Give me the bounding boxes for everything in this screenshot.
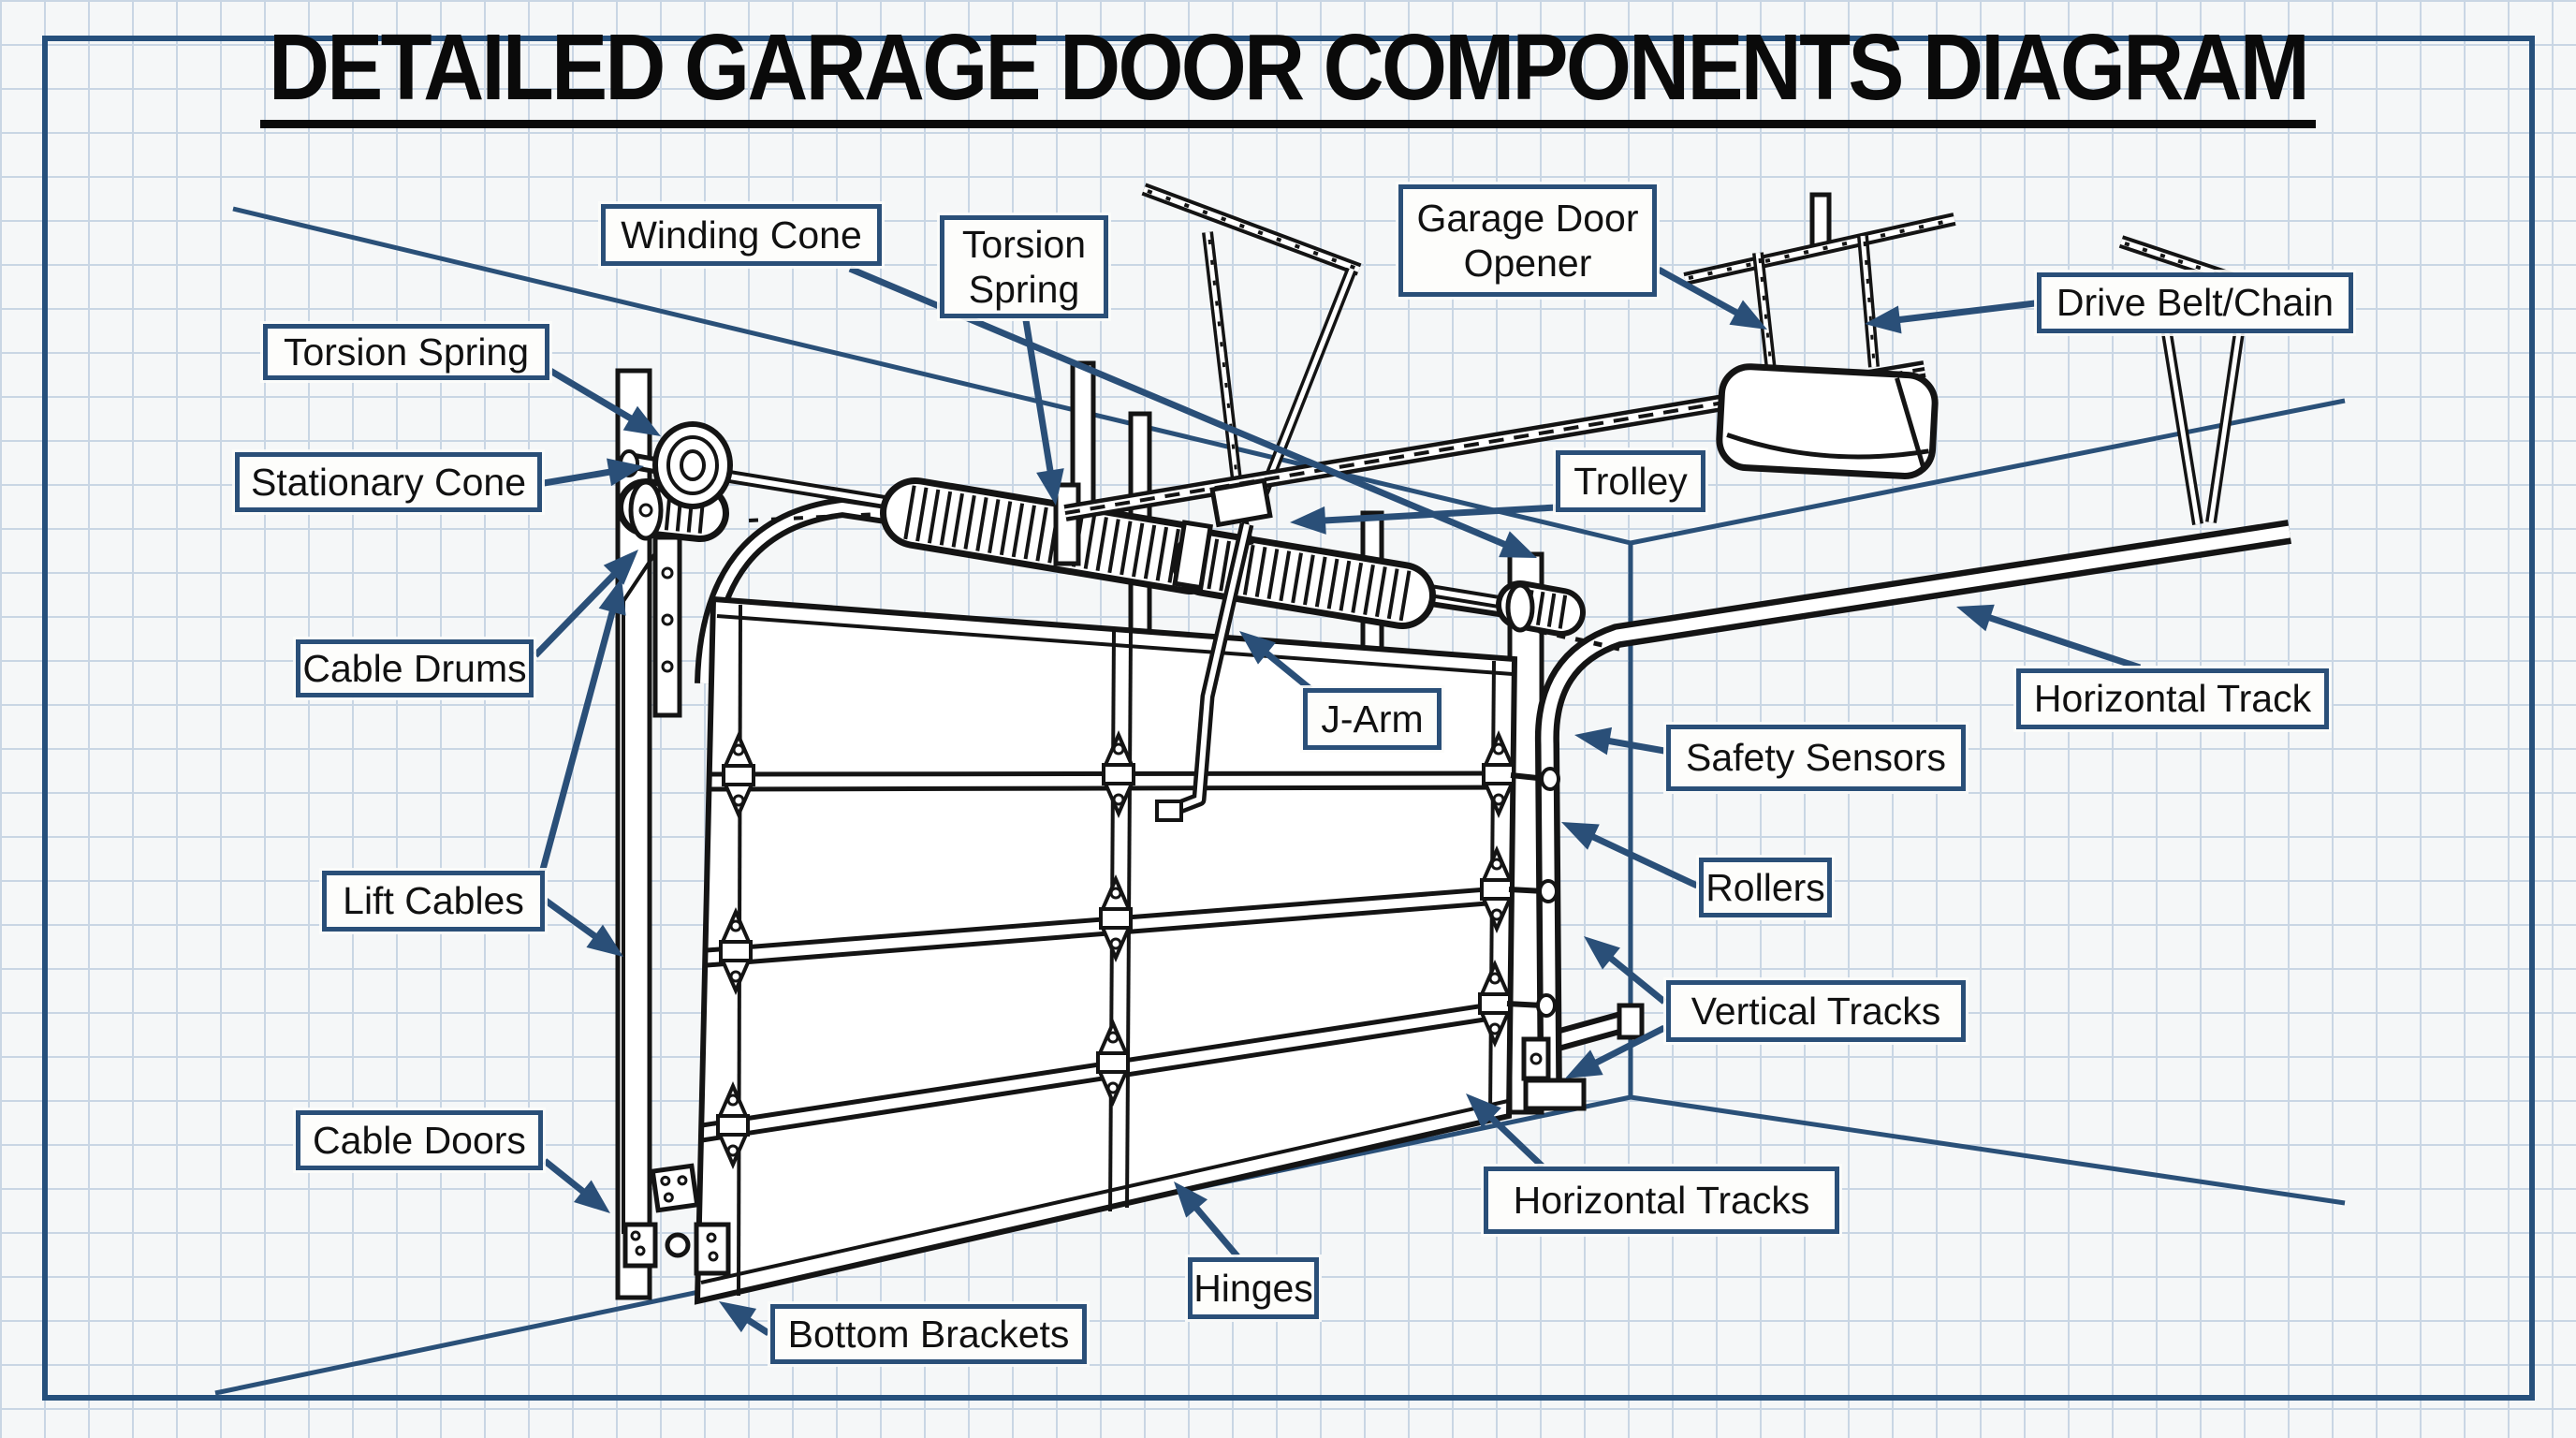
leader-arrow-garage-door-opener [1657, 266, 1767, 330]
right-track-channel [1541, 525, 2291, 1108]
label-j-arm: J-Arm [1303, 688, 1442, 750]
label-winding-cone: Winding Cone [601, 204, 882, 266]
label-stationary-cone: Stationary Cone [235, 452, 542, 512]
leader-arrow-cable-drums [533, 550, 638, 658]
sensor-lens [1530, 1052, 1543, 1065]
left-track-perforations [748, 511, 900, 522]
leader-arrow-vertical-tracks [1565, 1024, 1666, 1078]
leader-arrow-drive-belt-chain [1865, 300, 2036, 334]
leader-arrow-safety-sensors [1574, 726, 1665, 756]
roller-wheel [1538, 879, 1559, 903]
left-cable-drum [617, 478, 729, 542]
opener-assembly [1053, 183, 2270, 566]
leader-arrow-horizontal-track [1956, 604, 2142, 671]
center-winding-cone [1172, 520, 1214, 591]
label-cable-doors: Cable Doors [296, 1110, 543, 1170]
rail-hanger-front [1141, 183, 1362, 505]
track-angle-perforations [1538, 628, 1620, 652]
leader-arrow-vertical-tracks [1584, 936, 1667, 1005]
track-end-bracket [1617, 1003, 1645, 1040]
leader-arrow-rollers [1561, 822, 1699, 889]
track-floor-plate [1523, 1078, 1587, 1111]
safety-sensor-unit [1521, 1036, 1551, 1081]
label-torsion-spring-left: Torsion Spring [263, 324, 549, 380]
trolley-carriage [1209, 477, 1273, 528]
label-safety-sensors: Safety Sensors [1666, 725, 1966, 791]
leader-arrow-horizontal-tracks [1466, 1093, 1545, 1169]
leader-arrow-torsion-spring-left [549, 367, 661, 436]
ceiling-line-left [232, 206, 1632, 546]
label-trolley: Trolley [1556, 450, 1705, 512]
leader-arrow-trolley [1290, 504, 1558, 535]
leader-arrow-hinges [1174, 1181, 1240, 1259]
label-vertical-tracks: Vertical Tracks [1666, 980, 1966, 1042]
label-drive-belt-chain: Drive Belt/Chain [2037, 272, 2353, 333]
opener-unit [1716, 363, 1939, 479]
door-rollers [1506, 767, 1560, 1018]
j-arm-door-bracket [1155, 800, 1183, 822]
floor-line-right [1630, 1094, 2346, 1206]
right-cable-drum [1496, 580, 1586, 637]
leader-arrow-j-arm [1239, 631, 1313, 692]
leader-arrow-lift-cables [537, 578, 626, 877]
label-garage-door-opener: Garage Door Opener [1398, 184, 1657, 297]
label-rollers: Rollers [1699, 858, 1832, 917]
leader-arrow-bottom-brackets [719, 1301, 770, 1336]
label-horizontal-track: Horizontal Track [2016, 668, 2329, 729]
title-wrap: DETAILED GARAGE DOOR COMPONENTS DIAGRAM [0, 21, 2576, 128]
page-title: DETAILED GARAGE DOOR COMPONENTS DIAGRAM [259, 21, 2317, 128]
bottom-bracket-plate [694, 1222, 731, 1276]
left-track-curve [695, 496, 1526, 684]
rail-hanger-opener [1683, 192, 1956, 372]
label-cable-drums: Cable Drums [296, 639, 534, 697]
leader-arrow-torsion-spring-top [1022, 319, 1064, 506]
j-arm [1155, 522, 1254, 822]
rail-header-bracket [1053, 482, 1081, 566]
bottom-roller [665, 1232, 691, 1258]
label-horizontal-tracks: Horizontal Tracks [1484, 1167, 1839, 1234]
leader-arrow-stationary-cone [543, 458, 644, 487]
leader-arrow-cable-doors [542, 1158, 610, 1213]
cable-door-plate [622, 1222, 658, 1269]
roller-wheel [1540, 767, 1560, 791]
label-torsion-spring-top: Torsion Spring [940, 215, 1108, 318]
label-lift-cables: Lift Cables [322, 871, 545, 932]
spring-assembly [617, 421, 1586, 637]
cable-attach-plate [650, 1163, 700, 1213]
drive-chain [1064, 367, 1925, 515]
leader-arrow-lift-cables [543, 898, 623, 957]
garage-door-panel [694, 595, 1518, 1305]
torsion-spring-coil-1 [880, 477, 1226, 594]
roller-wheel [1536, 993, 1557, 1018]
stationary-cone-disc [619, 421, 733, 509]
label-hinges: Hinges [1188, 1257, 1319, 1319]
door-bottom-edge [700, 1099, 1509, 1284]
flag-bracket [652, 535, 682, 718]
label-bottom-brackets: Bottom Brackets [770, 1304, 1087, 1364]
bottom-hardware [622, 1163, 731, 1276]
